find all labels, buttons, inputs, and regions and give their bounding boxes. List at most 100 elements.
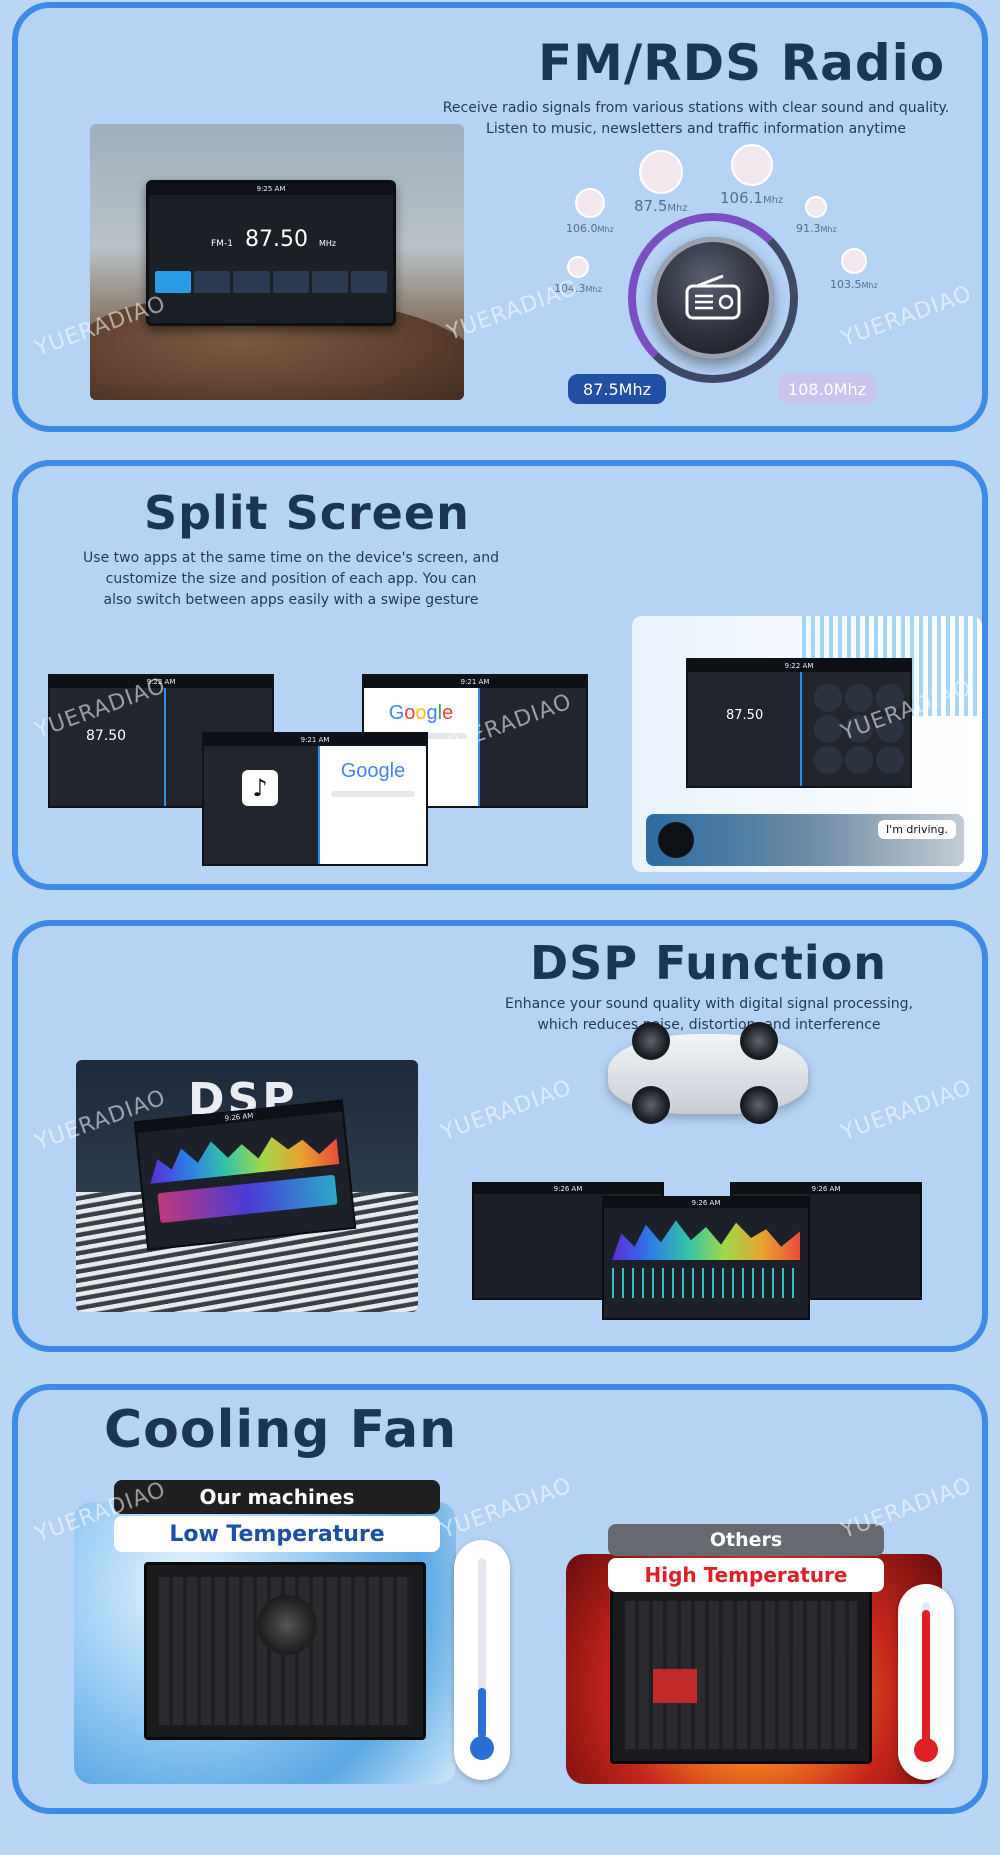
- fm-desc-line1: Receive radio signals from various stati…: [442, 100, 950, 116]
- dial-key[interactable]: [814, 746, 842, 774]
- dial-key[interactable]: [814, 715, 842, 743]
- preset-1[interactable]: [155, 271, 192, 293]
- speaker-icon: [740, 1022, 778, 1060]
- preset-5[interactable]: [311, 271, 348, 293]
- split-divider[interactable]: [800, 672, 802, 786]
- dial-key[interactable]: [845, 684, 873, 712]
- station-unit: Mhz: [585, 285, 602, 294]
- other-machine-board: [610, 1586, 872, 1764]
- station-3: 106.0Mhz: [566, 188, 614, 236]
- station-logo-icon: [840, 248, 867, 274]
- station-freq: 104.3: [554, 282, 586, 295]
- dsp-desc-line1: Enhance your sound quality with digital …: [505, 996, 913, 1012]
- search-input[interactable]: [330, 791, 416, 797]
- headunit-rock-photo: 9:25 AM FM-1 87.50 MHz: [90, 124, 464, 400]
- station-logo-icon: [805, 196, 828, 218]
- radio-headunit-screen: 9:25 AM FM-1 87.50 MHz: [146, 180, 396, 326]
- dial-key[interactable]: [876, 715, 904, 743]
- radio-icon: [652, 237, 774, 359]
- speaker-icon: [632, 1022, 670, 1060]
- split-title: Split Screen: [144, 486, 470, 540]
- station-logo-icon: [574, 188, 605, 218]
- status-bar: 9:26 AM: [604, 1198, 808, 1208]
- station-logo-icon: [730, 144, 773, 186]
- clock: 9:21 AM: [460, 678, 490, 686]
- station-freq: 106.0: [566, 222, 598, 235]
- preset-6[interactable]: [350, 271, 388, 293]
- frequency-readout: 87.50: [245, 227, 308, 252]
- frequency-max-badge: 108.0Mhz: [778, 374, 876, 404]
- clock: 9:26 AM: [553, 1185, 583, 1193]
- cool-level: [478, 1688, 486, 1738]
- dsp-panel: DSP Function Enhance your sound quality …: [12, 920, 988, 1352]
- station-1: 87.5Mhz: [634, 150, 688, 215]
- clock: 9:22 AM: [146, 678, 176, 686]
- fm-desc-line2: Listen to music, newsletters and traffic…: [486, 121, 906, 137]
- clock: 9:22 AM: [784, 662, 814, 670]
- station-unit: Mhz: [762, 195, 784, 206]
- speaker-icon: [740, 1086, 778, 1124]
- clock: 9:26 AM: [811, 1185, 841, 1193]
- status-bar: 9:25 AM: [149, 183, 393, 195]
- hot-component: [653, 1669, 697, 1703]
- split-description: Use two apps at the same time on the dev…: [76, 548, 506, 611]
- speech-bubble: I'm driving.: [877, 820, 956, 839]
- dialpad: [814, 684, 904, 774]
- status-bar: 9:26 AM: [474, 1184, 662, 1194]
- status-bar: 9:21 AM: [364, 676, 586, 688]
- station-6: 103.5Mhz: [830, 248, 878, 292]
- low-temperature-label: Low Temperature: [114, 1516, 440, 1552]
- split-screen-panel: Split Screen Use two apps at the same ti…: [12, 460, 988, 890]
- frequency-unit: MHz: [319, 239, 337, 248]
- status-bar: 9:22 AM: [50, 676, 272, 688]
- station-5: 104.3Mhz: [554, 256, 602, 296]
- fm-radio-panel: FM/RDS Radio Receive radio signals from …: [12, 2, 988, 432]
- dsp-title: DSP Function: [530, 936, 888, 990]
- fire-background: [566, 1554, 942, 1784]
- station-unit: Mhz: [861, 281, 878, 290]
- station-unit: Mhz: [597, 225, 614, 234]
- album-strip: [157, 1174, 338, 1224]
- car-icon: [658, 822, 694, 858]
- split-desc-line3: also switch between apps easily with a s…: [103, 592, 479, 608]
- dial-key[interactable]: [845, 715, 873, 743]
- station-2: 106.1Mhz: [720, 144, 783, 207]
- dial-key[interactable]: [845, 746, 873, 774]
- split-divider[interactable]: [164, 688, 166, 806]
- split-divider[interactable]: [318, 746, 320, 864]
- hot-thermometer-icon: [898, 1584, 954, 1780]
- clock: 9:21 AM: [300, 736, 330, 744]
- frequency-min-badge: 87.5Mhz: [568, 374, 666, 404]
- dsp-desc-line2: which reduces noise, distortion, and int…: [537, 1017, 881, 1033]
- watermark: YUERADIAO: [837, 1075, 976, 1146]
- our-machines-label: Our machines: [114, 1480, 440, 1514]
- google-logo: Google: [340, 760, 406, 782]
- status-bar: 9:22 AM: [688, 660, 910, 672]
- clock: 9:26 AM: [691, 1199, 721, 1207]
- split-call-photo: 9:22 AM 87.50 I'm driving.: [632, 616, 982, 872]
- preset-2[interactable]: [194, 271, 231, 293]
- others-label: Others: [608, 1524, 884, 1556]
- preset-row: [155, 271, 388, 293]
- dial-key[interactable]: [814, 684, 842, 712]
- split-screen-phone: 9:22 AM 87.50: [686, 658, 912, 788]
- fm-description: Receive radio signals from various stati…: [406, 98, 982, 140]
- preset-4[interactable]: [272, 271, 309, 293]
- station-4: 91.3Mhz: [796, 196, 837, 236]
- station-logo-icon: [566, 256, 589, 278]
- driver-photo: I'm driving.: [646, 814, 964, 866]
- eq-sliders[interactable]: [612, 1268, 800, 1298]
- station-freq: 91.3: [796, 222, 821, 235]
- watermark: YUERADIAO: [437, 1075, 576, 1146]
- split-divider[interactable]: [478, 688, 480, 806]
- equalizer-graph: [612, 1220, 800, 1260]
- high-temperature-label: High Temperature: [608, 1558, 884, 1592]
- station-freq: 103.5: [830, 278, 862, 291]
- dial-key[interactable]: [876, 684, 904, 712]
- preset-3[interactable]: [233, 271, 270, 293]
- dial-ring: [628, 213, 798, 383]
- cool-thermometer-icon: [454, 1540, 510, 1780]
- dial-key[interactable]: [876, 746, 904, 774]
- cooling-fan-panel: Cooling Fan Our machines Low Temperature…: [12, 1384, 988, 1814]
- fan-title: Cooling Fan: [104, 1400, 458, 1460]
